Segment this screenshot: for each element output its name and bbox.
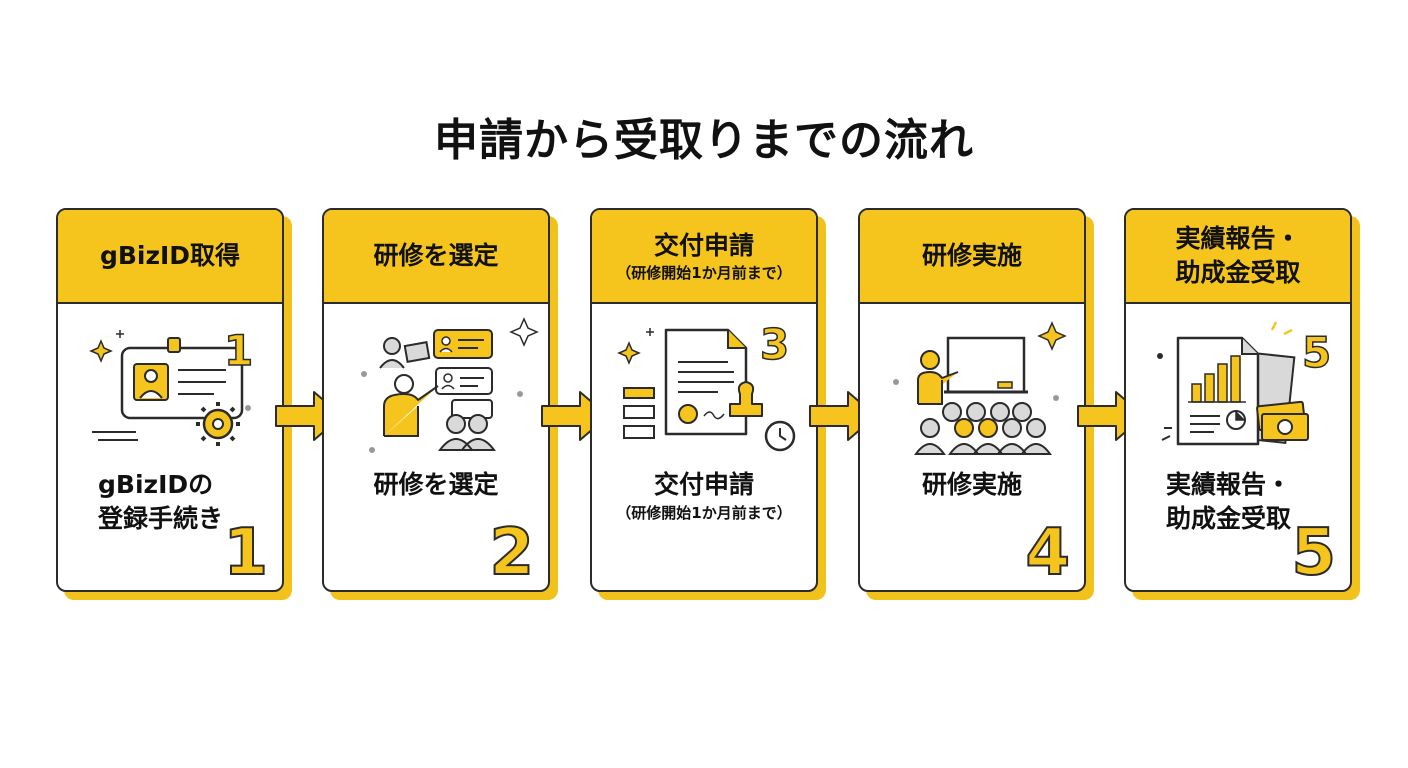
step-body-subtitle: （研修開始1か月前まで） xyxy=(616,504,792,522)
step-body-line1: 交付申請 xyxy=(653,470,754,499)
step-number-1: 1 xyxy=(222,516,269,590)
document-stamp-clock-icon xyxy=(592,308,816,458)
step-header-5: 実績報告・ 助成金受取 xyxy=(1126,210,1350,304)
step-body-1: gBizIDの 登録手続き xyxy=(58,468,282,536)
step-small-number: 1 xyxy=(223,326,254,375)
step-card-5: 実績報告・ 助成金受取 5 実績報告・ 助成金受取 5 xyxy=(1124,208,1352,592)
step-body-3: 交付申請 （研修開始1か月前まで） xyxy=(592,468,816,524)
step-number-5: 5 xyxy=(1290,516,1337,590)
step-header-title: 交付申請 xyxy=(653,231,754,260)
step-header-title-line2: 助成金受取 xyxy=(1175,258,1301,287)
step-body-line1: 研修を選定 xyxy=(373,470,499,499)
step-body-2: 研修を選定 xyxy=(324,468,548,502)
trainer-selection-icon xyxy=(324,308,548,458)
step-body-line1: 研修実施 xyxy=(921,470,1022,499)
step-card-4: 研修実施 研修実施 4 xyxy=(858,208,1086,592)
step-body-line1: 実績報告・ xyxy=(1166,470,1292,499)
step-header-title: 研修を選定 xyxy=(373,241,499,270)
step-number-2: 2 xyxy=(488,516,535,590)
step-header-title: gBizID取得 xyxy=(99,241,241,270)
step-header-1: gBizID取得 xyxy=(58,210,282,304)
step-body-4: 研修実施 xyxy=(860,468,1084,502)
step-header-title: 実績報告・ xyxy=(1175,224,1301,253)
step-card-2: 研修を選定 研修を選定 2 xyxy=(322,208,550,592)
step-header-2: 研修を選定 xyxy=(324,210,548,304)
step-body-line1: gBizIDの xyxy=(98,470,214,499)
lecture-audience-icon xyxy=(860,308,1084,458)
step-body-line2: 登録手続き xyxy=(98,504,224,533)
step-body-5: 実績報告・ 助成金受取 xyxy=(1126,468,1350,536)
step-header-title: 研修実施 xyxy=(921,241,1022,270)
step-small-number: 5 xyxy=(1301,328,1332,377)
step-card-1: gBizID取得 1 gBizIDの 登録手続き 1 xyxy=(56,208,284,592)
step-card-3: 交付申請 （研修開始1か月前まで） 3 交付申請 （研修開始1か月前まで） 3 xyxy=(590,208,818,592)
step-small-number: 3 xyxy=(759,320,790,369)
report-money-icon xyxy=(1126,308,1350,458)
step-header-subtitle: （研修開始1か月前まで） xyxy=(616,264,792,282)
step-header-3: 交付申請 （研修開始1か月前まで） xyxy=(592,210,816,304)
step-body-line2: 助成金受取 xyxy=(1166,504,1292,533)
step-number-4: 4 xyxy=(1024,516,1071,590)
step-header-4: 研修実施 xyxy=(860,210,1084,304)
page-title: 申請から受取りまでの流れ xyxy=(434,115,974,166)
id-card-gear-icon xyxy=(58,308,282,458)
